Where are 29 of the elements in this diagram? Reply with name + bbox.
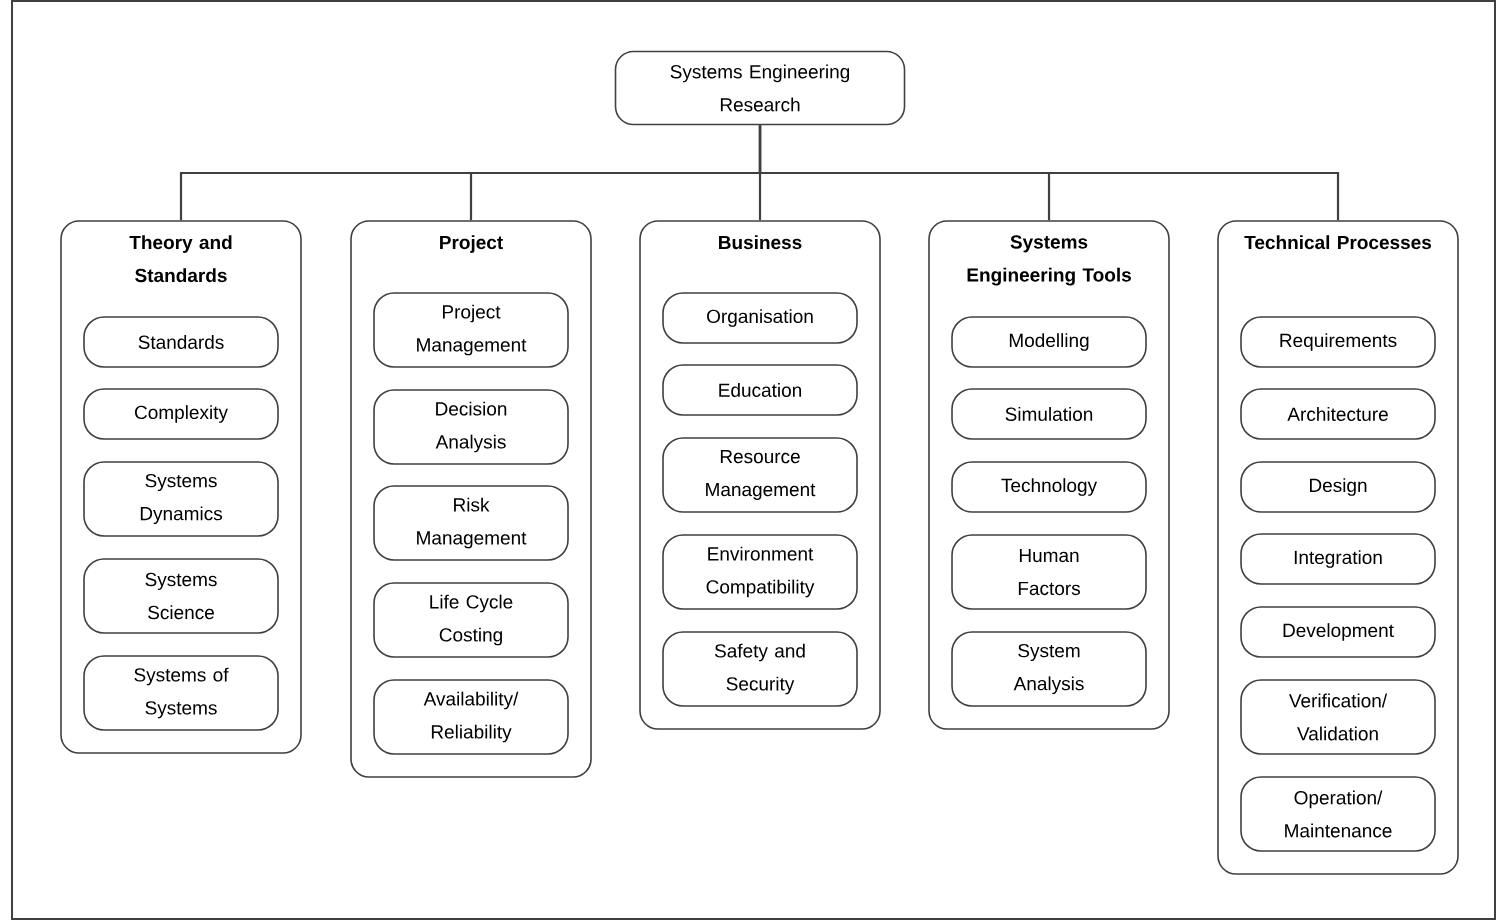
- topic-box: Project Management: [373, 292, 569, 368]
- topic-box: Simulation: [951, 388, 1147, 440]
- topic-box: Risk Management: [373, 485, 569, 561]
- topic-box: Technology: [951, 461, 1147, 513]
- topic-box: Integration: [1240, 533, 1436, 585]
- topic-box: Safety and Security: [662, 631, 858, 707]
- topic-box: Operation/ Maintenance: [1240, 776, 1436, 852]
- topic-box: Requirements: [1240, 316, 1436, 368]
- topic-box: Systems Dynamics: [83, 461, 279, 537]
- topic-box: Complexity: [83, 388, 279, 440]
- topic-box: Architecture: [1240, 388, 1436, 440]
- topic-box: Life Cycle Costing: [373, 582, 569, 658]
- topic-box: System Analysis: [951, 631, 1147, 707]
- topic-box: Verification/ Validation: [1240, 679, 1436, 755]
- topic-box: Systems Science: [83, 558, 279, 634]
- topic-box: Resource Management: [662, 437, 858, 513]
- topic-box: Modelling: [951, 316, 1147, 368]
- topic-box: Design: [1240, 461, 1436, 513]
- topic-box: Environment Compatibility: [662, 534, 858, 610]
- topic-box: Decision Analysis: [373, 389, 569, 465]
- topic-box: Availability/ Reliability: [373, 679, 569, 755]
- topic-box: Education: [662, 364, 858, 416]
- topic-box: Organisation: [662, 292, 858, 344]
- topic-box: Systems of Systems: [83, 655, 279, 731]
- topic-box: Standards: [83, 316, 279, 368]
- topic-box: Human Factors: [951, 534, 1147, 610]
- root-box: Systems Engineering Research: [614, 50, 906, 126]
- connector-line: [758, 125, 1340, 221]
- topic-box: Development: [1240, 606, 1436, 658]
